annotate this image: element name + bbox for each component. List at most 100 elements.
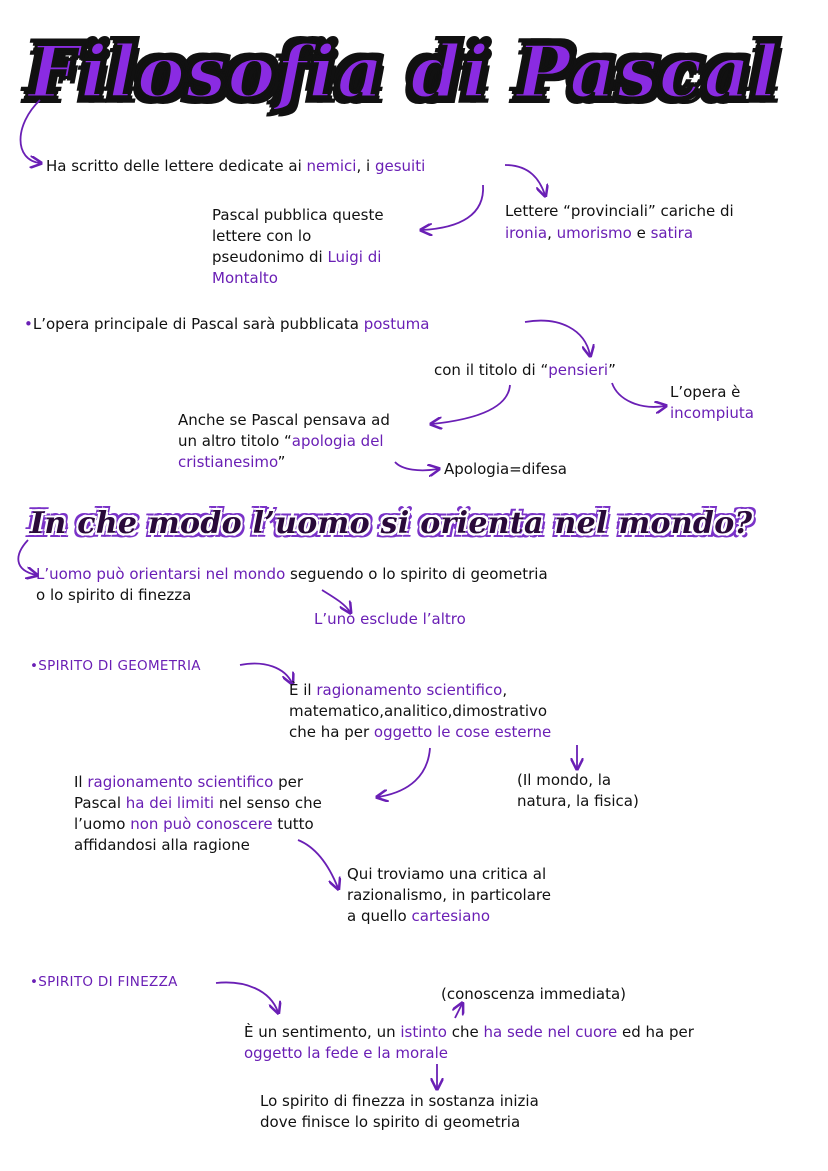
ironia-highlight: ironia bbox=[505, 224, 548, 242]
critica-1: Qui troviamo una critica al bbox=[347, 865, 547, 883]
titolo-text: con il titolo di “ bbox=[434, 361, 549, 379]
page-title: Filosofia di Pascal bbox=[27, 22, 808, 132]
arrow-title-to-line bbox=[19, 99, 41, 163]
arrow-limiti bbox=[378, 747, 431, 797]
conoscenza-immediata: (conoscenza immediata) bbox=[441, 985, 627, 1003]
pseudonimo-text: pseudonimo di bbox=[212, 248, 328, 266]
titolo-line: con il titolo di “pensieri” bbox=[434, 360, 616, 381]
desc-e-il: È il bbox=[289, 681, 317, 699]
cuore-highlight: ha sede nel cuore bbox=[483, 1023, 618, 1041]
limiti-il: Il bbox=[74, 773, 88, 791]
limiti-tutto: tutto bbox=[272, 815, 314, 833]
istinto-highlight: istinto bbox=[400, 1023, 447, 1041]
satira-highlight: satira bbox=[650, 224, 694, 242]
arrow-pensieri-right bbox=[611, 382, 665, 407]
orientarsi-line-1: L’uomo può orientarsi nel mondo seguendo… bbox=[36, 564, 548, 585]
limiti-per: per bbox=[273, 773, 304, 791]
ha-dei-limiti-highlight: ha dei limiti bbox=[125, 794, 215, 812]
opera-incompiuta-1: L’opera è bbox=[670, 383, 741, 401]
limiti-4: affidandosi alla ragione bbox=[74, 836, 250, 854]
finezza-desc-1: È un sentimento, un istinto che ha sede … bbox=[244, 1022, 694, 1043]
sep-1: , bbox=[547, 224, 557, 242]
section-subtitle-text: In che modo l’uomo si orienta nel mondo? bbox=[30, 506, 753, 541]
apologia-difesa: Apologia=difesa bbox=[444, 460, 567, 478]
section-subtitle: In che modo l’uomo si orienta nel mondo? bbox=[30, 502, 752, 546]
critica-2: razionalismo, in particolare bbox=[347, 886, 551, 904]
pensieri-highlight: pensieri bbox=[548, 361, 609, 379]
ragionamento-highlight: ragionamento scientifico bbox=[316, 681, 503, 699]
cartesiano-highlight: cartesiano bbox=[411, 907, 491, 925]
gesuiti-line-sep: , i bbox=[356, 157, 375, 175]
critica-3: a quello cartesiano bbox=[347, 906, 490, 927]
sep-2: e bbox=[631, 224, 651, 242]
arrow-subtitle bbox=[17, 539, 36, 575]
limiti-uomo: l’uomo bbox=[74, 815, 131, 833]
arrow-pensieri-left bbox=[432, 384, 511, 424]
pascal-pubblica-2: lettere con lo bbox=[212, 227, 312, 245]
finezza-heading: •SPIRITO DI FINEZZA bbox=[30, 974, 178, 990]
critica-a-quello: a quello bbox=[347, 907, 412, 925]
orientarsi-line-2: o lo spirito di finezza bbox=[36, 586, 192, 604]
arrow-cono bbox=[455, 1004, 462, 1019]
anche-se-2: un altro titolo “apologia del bbox=[178, 431, 384, 452]
arrow-gesuiti-left bbox=[422, 184, 484, 230]
che-text: che bbox=[446, 1023, 484, 1041]
arrow-critica bbox=[297, 839, 338, 888]
arrow-postuma bbox=[524, 319, 590, 355]
fede-morale-highlight: oggetto la fede e la morale bbox=[244, 1044, 448, 1062]
apologia-highlight: apologia del bbox=[291, 432, 384, 450]
geometria-desc-3: che ha per oggetto le cose esterne bbox=[289, 722, 551, 743]
montalto-highlight: Montalto bbox=[212, 269, 278, 287]
finezza-conclusion-1: Lo spirito di finezza in sostanza inizia bbox=[260, 1092, 539, 1110]
esempi-2: natura, la fisica) bbox=[517, 792, 639, 810]
nemici-highlight: nemici bbox=[306, 157, 357, 175]
non-puo-conoscere-highlight: non può conoscere bbox=[130, 815, 273, 833]
arrow-geometria bbox=[239, 662, 292, 683]
arrow-finezza bbox=[215, 981, 278, 1012]
cristianesimo-highlight: cristianesimo bbox=[178, 453, 278, 471]
gesuiti-highlight: gesuiti bbox=[374, 157, 426, 175]
orientarsi-highlight: L’uomo può orientarsi nel mondo bbox=[36, 565, 286, 583]
opera-principale-line: •L’opera principale di Pascal sarà pubbl… bbox=[24, 314, 429, 335]
limiti-pascal: Pascal bbox=[74, 794, 126, 812]
umorismo-highlight: umorismo bbox=[556, 224, 632, 242]
bullet: • bbox=[24, 315, 33, 333]
postuma-highlight: postuma bbox=[363, 315, 430, 333]
luigi-highlight: Luigi di bbox=[327, 248, 382, 266]
anche-se-3: cristianesimo” bbox=[178, 452, 285, 473]
sentimento-text: È un sentimento, un bbox=[244, 1023, 401, 1041]
desc-oggetto-text: che ha per bbox=[289, 723, 374, 741]
incompiuta-highlight: incompiuta bbox=[670, 404, 754, 422]
gesuiti-line-text: Ha scritto delle lettere dedicate ai bbox=[46, 157, 307, 175]
anche-se-1: Anche se Pascal pensava ad bbox=[178, 411, 390, 429]
limiti-1: Il ragionamento scientifico per bbox=[74, 772, 303, 793]
esempi-1: (Il mondo, la bbox=[517, 771, 612, 789]
titolo-close: ” bbox=[608, 361, 616, 379]
geometria-desc-1: È il ragionamento scientifico, bbox=[289, 680, 507, 701]
geometria-desc-2: matematico,analitico,dimostrativo bbox=[289, 702, 548, 720]
page-title-text: Filosofia di Pascal bbox=[27, 28, 780, 116]
limiti-3: l’uomo non può conoscere tutto bbox=[74, 814, 314, 835]
arrow-apologia bbox=[394, 461, 438, 470]
opera-principale-text: L’opera principale di Pascal sarà pubbli… bbox=[32, 315, 364, 333]
cose-esterne-highlight: oggetto le cose esterne bbox=[373, 723, 552, 741]
arrow-esclude bbox=[321, 589, 350, 612]
provinciali-line-2: ironia, umorismo e satira bbox=[505, 223, 693, 244]
desc-comma: , bbox=[502, 681, 508, 699]
gesuiti-line: Ha scritto delle lettere dedicate ai nem… bbox=[46, 156, 425, 177]
provinciali-line-1: Lettere “provinciali” cariche di bbox=[505, 202, 734, 220]
orientarsi-text: seguendo o lo spirito di geometria bbox=[285, 565, 548, 583]
pascal-pubblica-1: Pascal pubblica queste bbox=[212, 206, 384, 224]
limiti-senso: nel senso che bbox=[214, 794, 322, 812]
ed-ha-per-text: ed ha per bbox=[617, 1023, 694, 1041]
pascal-pubblica-3: pseudonimo di Luigi di bbox=[212, 247, 381, 268]
altro-titolo-text: un altro titolo “ bbox=[178, 432, 292, 450]
finezza-conclusion-2: dove finisce lo spirito di geometria bbox=[260, 1113, 521, 1131]
esclude-highlight: L’uno esclude l’altro bbox=[314, 610, 466, 628]
ragionamento-highlight-2: ragionamento scientifico bbox=[87, 773, 274, 791]
cristianesimo-close: ” bbox=[277, 453, 286, 471]
arrow-gesuiti-right bbox=[504, 164, 545, 195]
geometria-heading: •SPIRITO DI GEOMETRIA bbox=[30, 658, 201, 674]
limiti-2: Pascal ha dei limiti nel senso che bbox=[74, 793, 322, 814]
